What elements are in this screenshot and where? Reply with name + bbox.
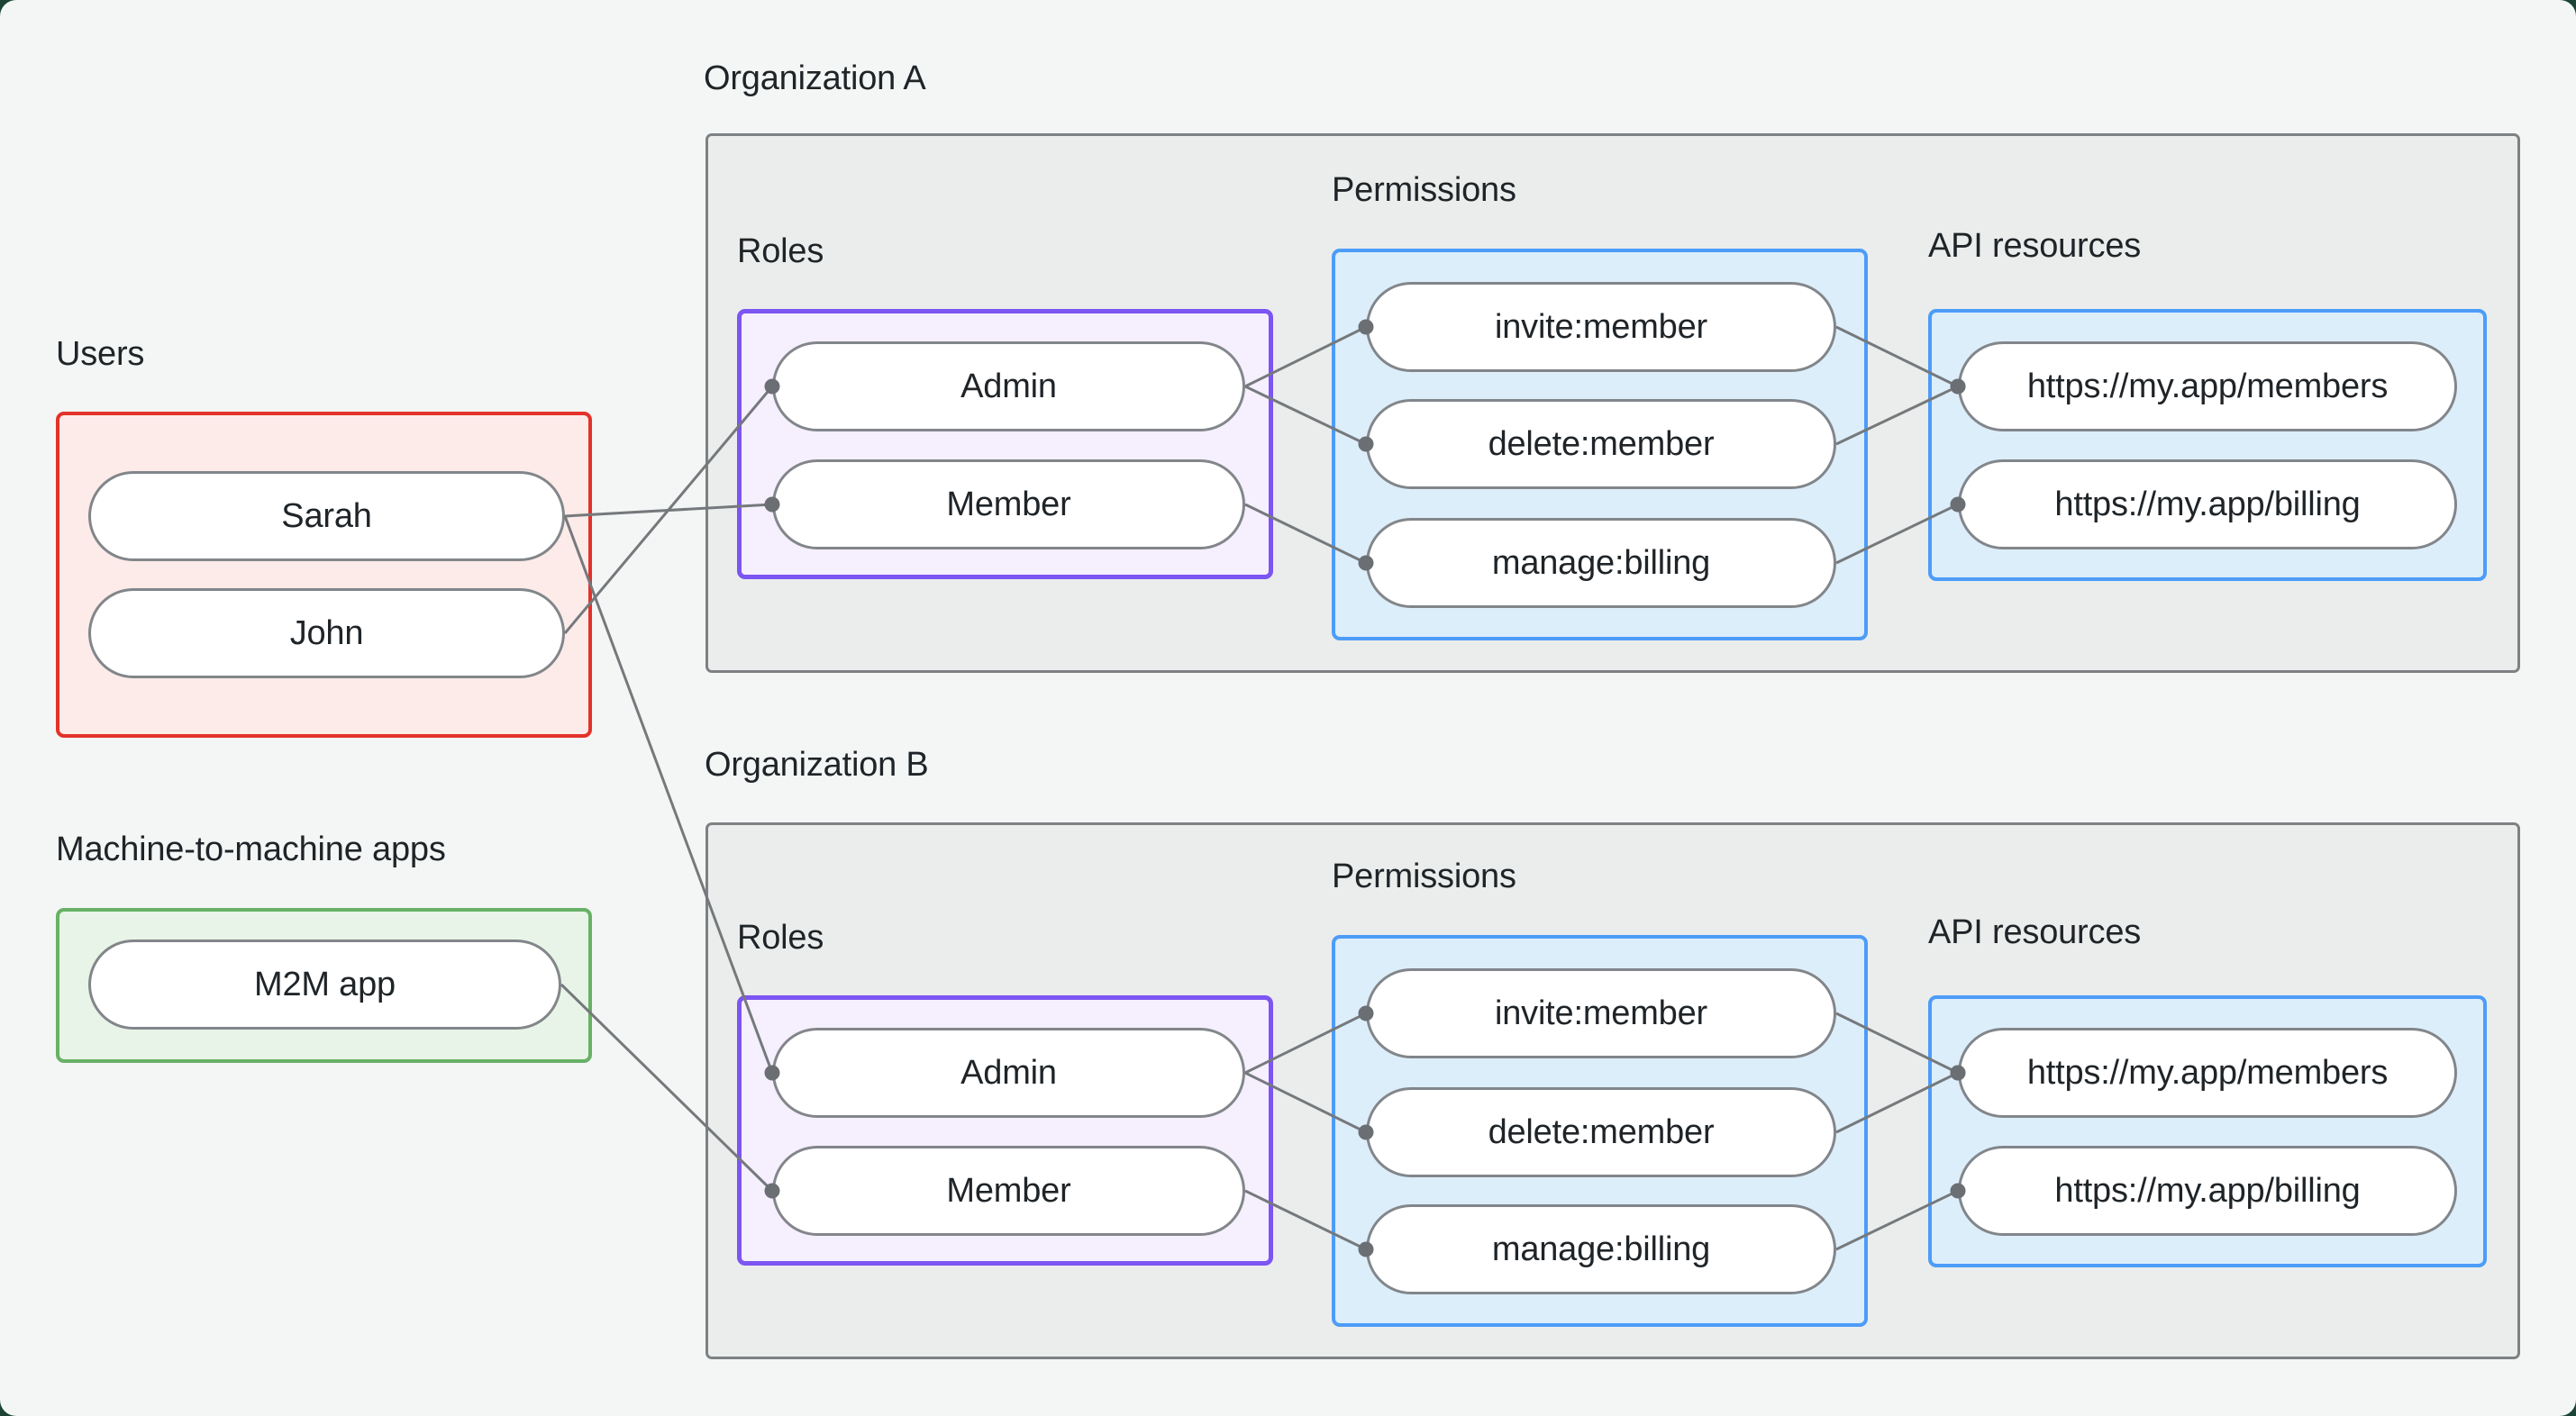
- org-a-api-pill-members: https://my.app/members: [1958, 341, 2457, 431]
- org-b-permission-pill-delete-member: delete:member: [1366, 1087, 1836, 1177]
- user-pill-john: John: [88, 588, 565, 678]
- org-a-permissions-label: Permissions: [1332, 171, 1516, 209]
- org-b-permission-pill-manage-billing: manage:billing: [1366, 1204, 1836, 1294]
- org-a-permission-pill-invite-member: invite:member: [1366, 282, 1836, 372]
- org-b-api-pill-members: https://my.app/members: [1958, 1028, 2457, 1118]
- org-b-role-pill-admin: Admin: [772, 1028, 1245, 1118]
- org-a-roles-label: Roles: [737, 232, 824, 270]
- org-b-permission-pill-invite-member: invite:member: [1366, 968, 1836, 1058]
- org-a-api-pill-billing: https://my.app/billing: [1958, 459, 2457, 549]
- org-b-api-pill-billing: https://my.app/billing: [1958, 1146, 2457, 1236]
- org-a-role-pill-admin: Admin: [772, 341, 1245, 431]
- users-group-label: Users: [56, 335, 145, 373]
- org-a-permission-pill-manage-billing: manage:billing: [1366, 518, 1836, 608]
- user-pill-sarah: Sarah: [88, 471, 565, 561]
- org-a-api-resources-label: API resources: [1928, 227, 2142, 265]
- org-b-title: Organization B: [705, 746, 929, 784]
- org-b-permissions-label: Permissions: [1332, 858, 1516, 895]
- org-a-permission-pill-delete-member: delete:member: [1366, 399, 1836, 489]
- org-a-title: Organization A: [704, 59, 926, 97]
- users-group-box: [56, 412, 592, 738]
- org-a-role-pill-member: Member: [772, 459, 1245, 549]
- org-b-api-resources-label: API resources: [1928, 913, 2142, 951]
- org-b-role-pill-member: Member: [772, 1146, 1245, 1236]
- org-b-roles-label: Roles: [737, 919, 824, 957]
- m2m-app-pill: M2M app: [88, 939, 561, 1030]
- m2m-group-label: Machine-to-machine apps: [56, 831, 446, 868]
